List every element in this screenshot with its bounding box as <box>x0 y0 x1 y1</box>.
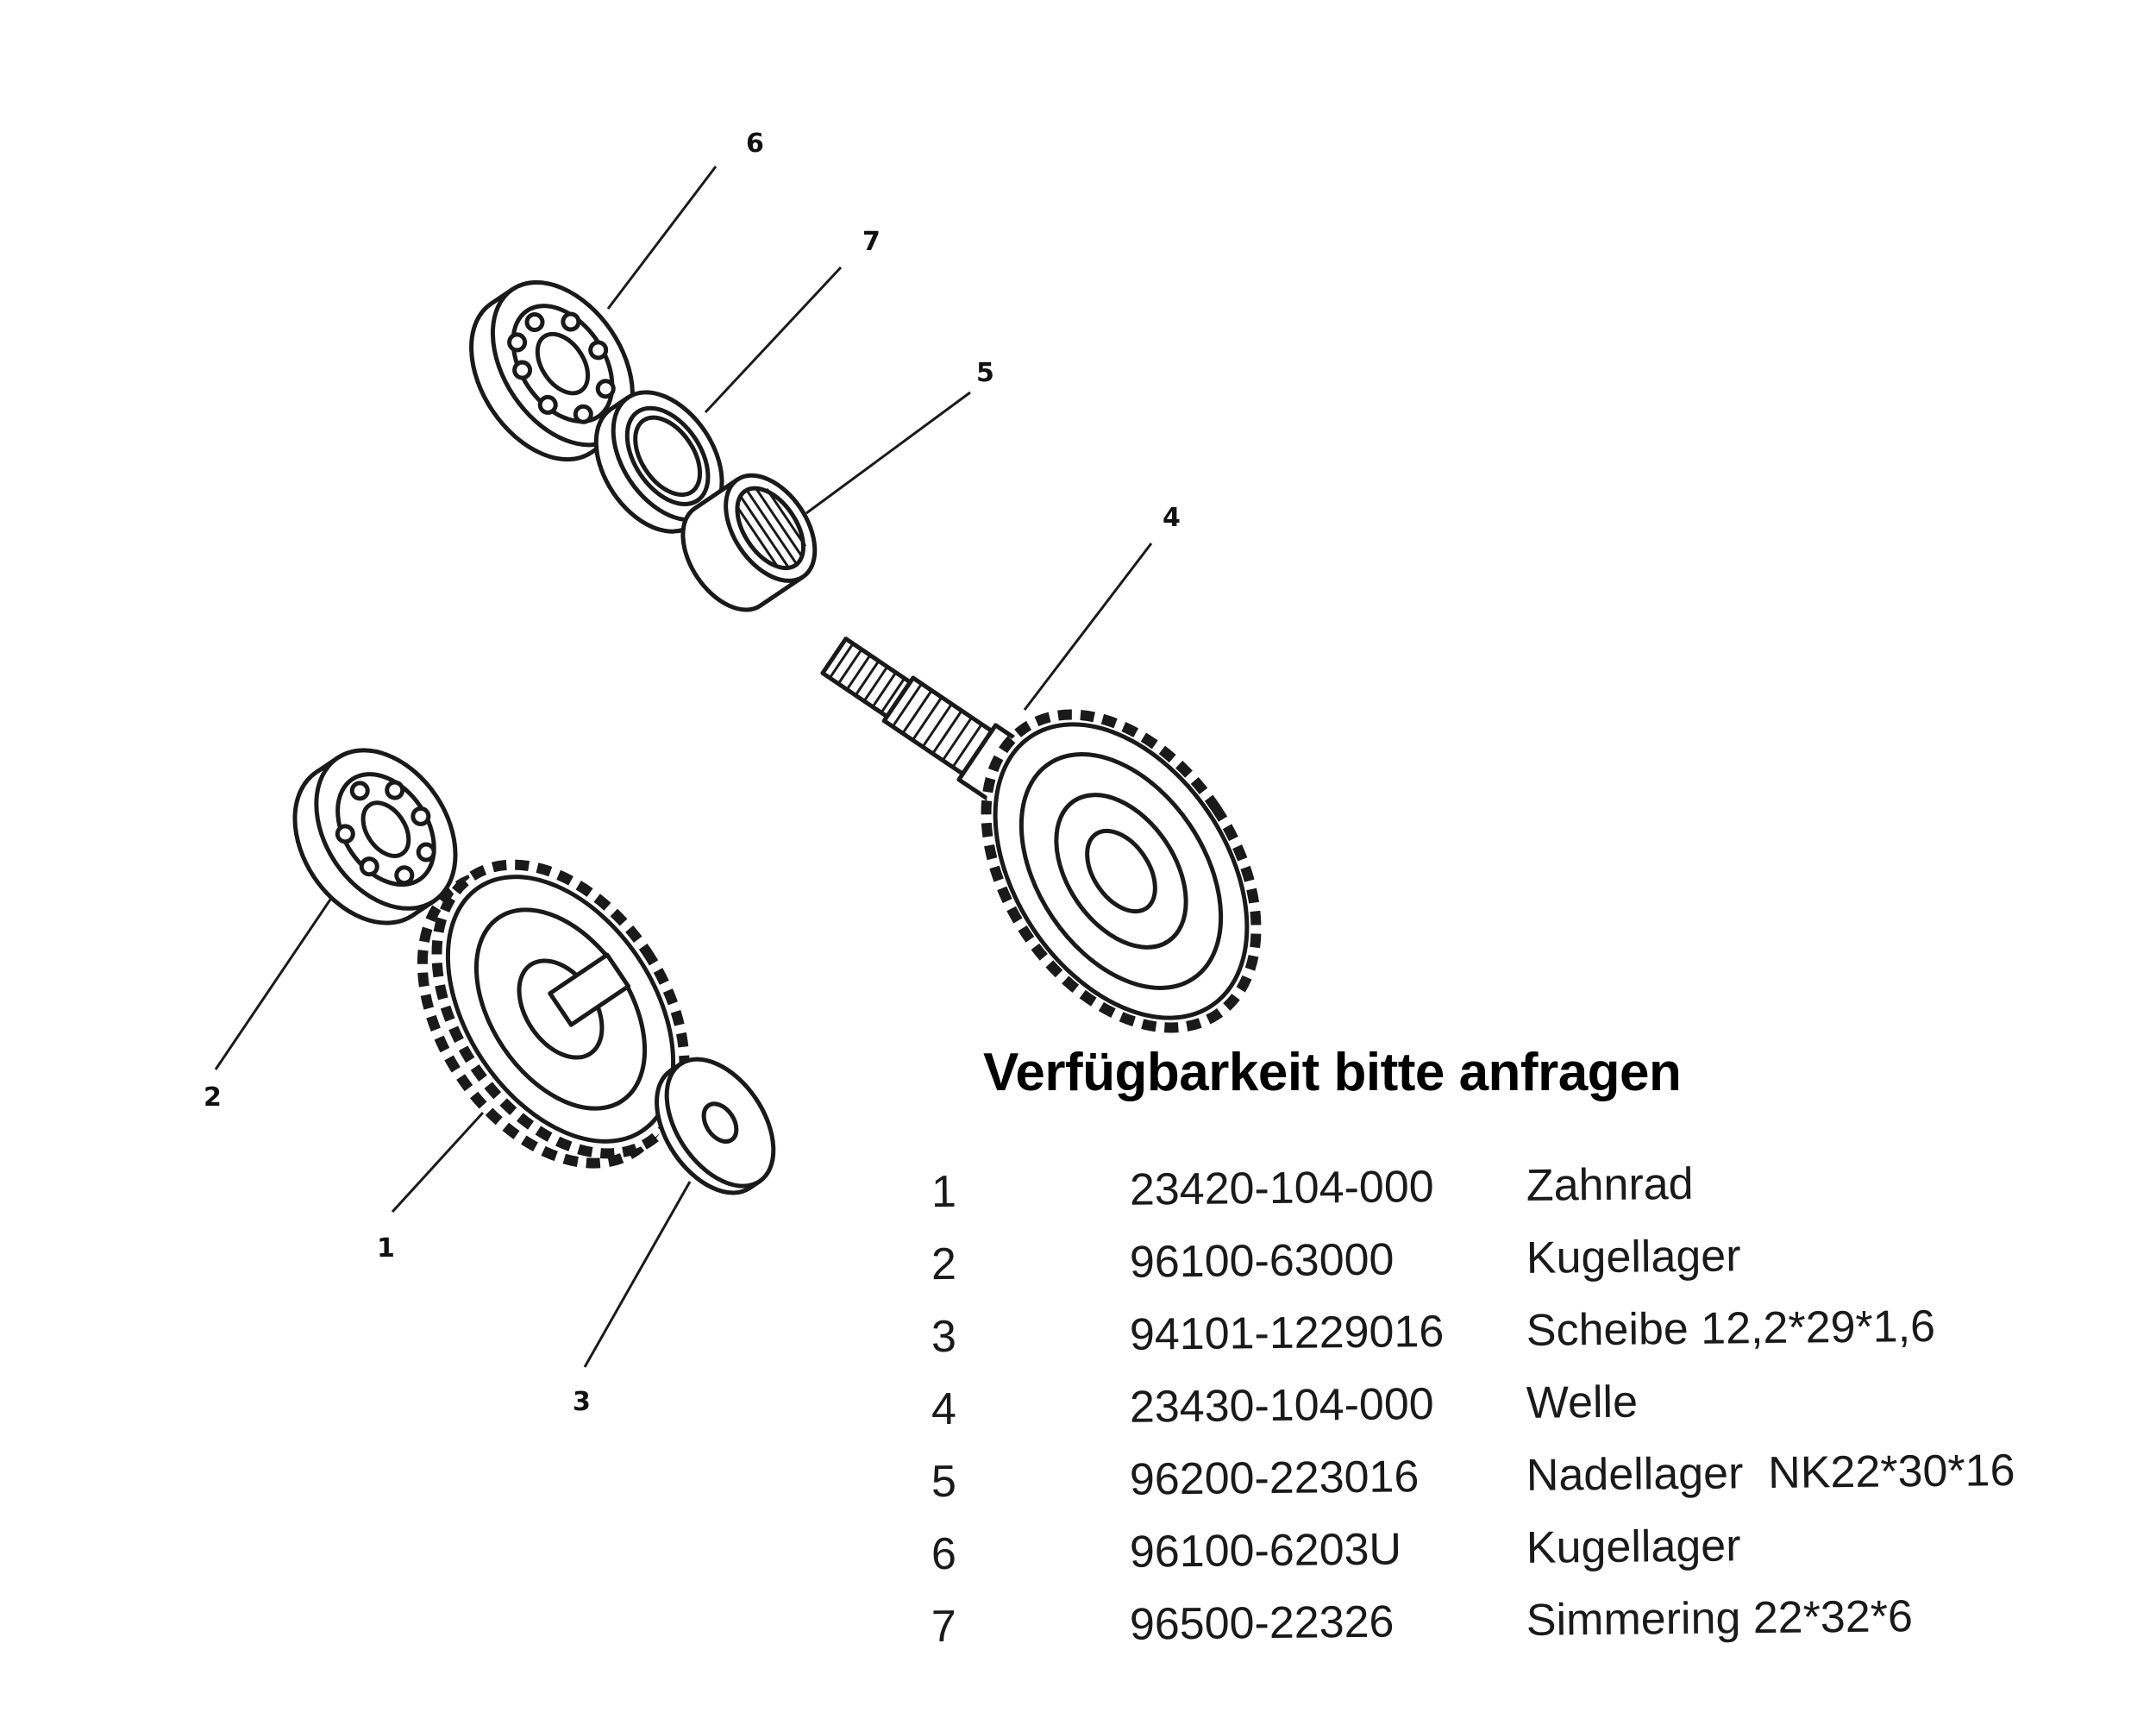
part-code: 94101-1229016 <box>1129 1306 1445 1360</box>
parts-row: 1 23420-104-000 Zahnrad <box>914 1154 2122 1239</box>
part-code: 23420-104-000 <box>1129 1162 1434 1215</box>
part-description: Simmering 22*32*6 <box>1526 1591 1914 1646</box>
needle-bearing-5 <box>680 473 818 612</box>
part-number: 2 <box>931 1239 957 1290</box>
callout-6: 6 <box>746 129 764 159</box>
parts-row: 6 96100-6203U Kugellager <box>914 1516 2122 1602</box>
part-code: 96100-6203U <box>1129 1524 1402 1578</box>
part-number: 4 <box>931 1383 957 1435</box>
ball-bearing-6 <box>469 279 635 462</box>
part-description: Kugellager <box>1526 1521 1741 1573</box>
parts-row: 3 94101-1229016 Scheibe 12,2*29*1,6 <box>914 1299 2122 1384</box>
callout-2: 2 <box>204 1082 222 1113</box>
shaft-gear-4 <box>981 709 1262 1033</box>
part-description: Zahnrad <box>1526 1158 1694 1211</box>
ball-bearing-2 <box>292 748 458 925</box>
part-code: 96500-22326 <box>1129 1596 1395 1650</box>
oil-seal-7 <box>593 390 724 534</box>
callout-7: 7 <box>862 227 881 257</box>
part-description: Scheibe 12,2*29*1,6 <box>1526 1301 1936 1356</box>
availability-notice: Verfügbarkeit bitte anfragen <box>983 1043 1682 1102</box>
parts-row: 5 96200-223016 Nadellager NK22*30*16 <box>914 1444 2122 1529</box>
part-number: 1 <box>931 1166 957 1218</box>
part-description: Welle <box>1526 1377 1639 1428</box>
part-number: 6 <box>931 1528 957 1580</box>
washer-3 <box>655 1057 776 1195</box>
parts-list: 1 23420-104-000 Zahnrad 2 96100-63000 Ku… <box>914 1159 2122 1667</box>
part-description: Nadellager NK22*30*16 <box>1526 1445 2015 1501</box>
part-number: 7 <box>931 1601 957 1653</box>
parts-row: 7 96500-22326 Simmering 22*32*6 <box>914 1589 2122 1674</box>
part-code: 96200-223016 <box>1129 1452 1420 1505</box>
part-number: 3 <box>931 1311 957 1363</box>
part-code: 23430-104-000 <box>1129 1379 1434 1433</box>
gear-1 <box>417 859 690 1169</box>
part-code: 96100-63000 <box>1129 1234 1395 1288</box>
parts-row: 2 96100-63000 Kugellager <box>914 1226 2122 1312</box>
callout-5: 5 <box>976 358 994 388</box>
callout-4: 4 <box>1163 503 1181 533</box>
parts-row: 4 23430-104-000 Welle <box>914 1371 2122 1457</box>
part-description: Kugellager <box>1526 1231 1741 1283</box>
callout-3: 3 <box>573 1387 591 1417</box>
callout-1: 1 <box>377 1233 395 1264</box>
leader-lines <box>214 166 1153 1368</box>
part-number: 5 <box>931 1456 957 1508</box>
